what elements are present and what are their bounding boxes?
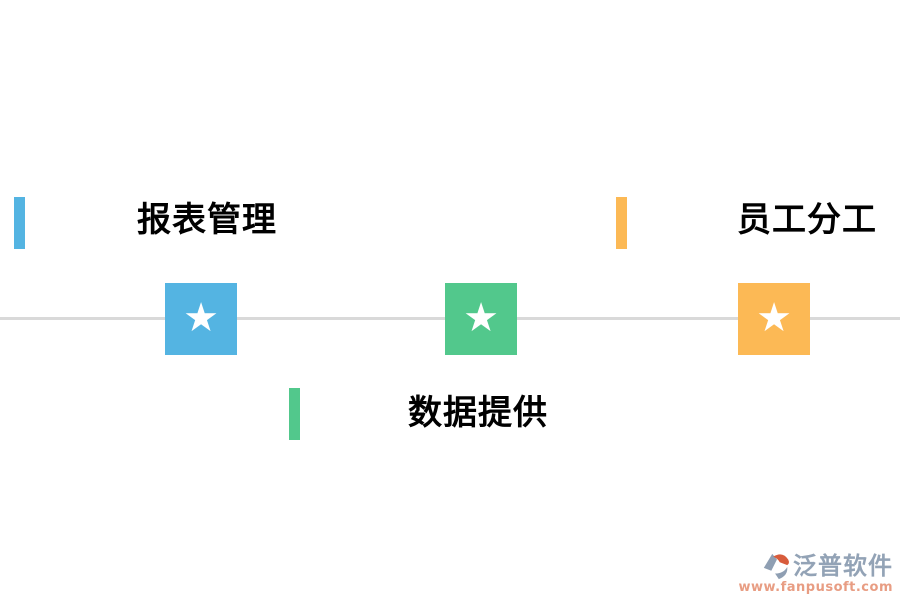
star-icon: ★ <box>756 295 792 341</box>
watermark-url-text: www.fanpusoft.com <box>738 580 893 595</box>
node-square-staff: ★ <box>738 283 810 355</box>
node-square-report: ★ <box>165 283 237 355</box>
watermark: 泛普软件 www.fanpusoft.com <box>738 550 893 595</box>
node-label-data: 数据提供 <box>408 393 548 433</box>
node-square-data: ★ <box>445 283 517 355</box>
star-icon: ★ <box>463 295 499 341</box>
node-label-report: 报表管理 <box>137 200 277 240</box>
accent-bar-data <box>289 388 300 440</box>
fanpu-logo-icon <box>763 553 789 580</box>
star-icon: ★ <box>183 295 219 341</box>
accent-bar-staff <box>616 197 627 249</box>
watermark-brand-row: 泛普软件 <box>738 550 893 582</box>
accent-bar-report <box>14 197 25 249</box>
node-label-staff: 员工分工 <box>737 200 877 240</box>
watermark-brand-text: 泛普软件 <box>793 552 893 580</box>
